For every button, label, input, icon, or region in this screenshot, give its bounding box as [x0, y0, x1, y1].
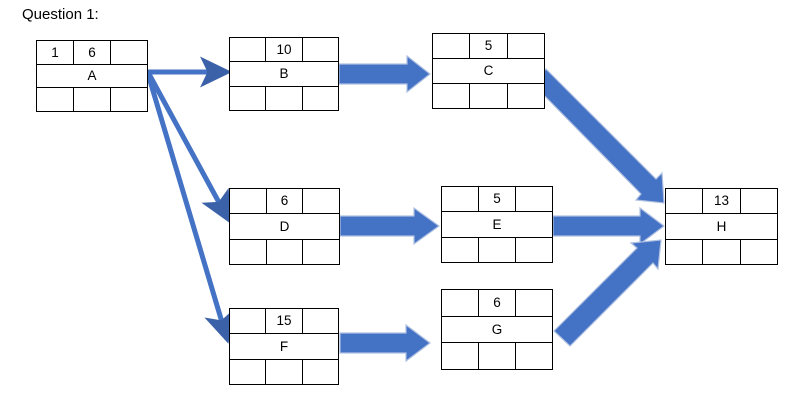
node-c-cell-ls: [433, 84, 471, 108]
node-d-cell-float: [267, 239, 304, 264]
node-g-bottom-row: [442, 343, 552, 370]
node-g-cell-ef: [516, 290, 552, 316]
node-h-mid-row: H: [666, 214, 777, 240]
node-f-label: F: [279, 338, 289, 354]
page-title: Question 1:: [22, 6, 99, 23]
node-b[interactable]: 10 B: [229, 37, 339, 111]
arrow-f-to-g: [339, 323, 431, 363]
node-f-top-row: 15: [230, 309, 338, 335]
node-g-cell-es: [442, 290, 479, 316]
node-g-label: G: [491, 321, 503, 337]
node-g-cell-float: [479, 343, 516, 370]
node-b-cell-ls: [230, 86, 267, 110]
node-d-top-row: 6: [230, 189, 339, 215]
node-e-bottom-row: [442, 237, 552, 262]
node-h-bottom-row: [666, 239, 777, 264]
node-h-cell-es: [666, 189, 704, 214]
node-a-bottom-row: [37, 88, 147, 112]
node-a-cell-dur: 6: [74, 41, 111, 64]
node-h-top-row: 13: [666, 189, 777, 215]
node-b-cell-lf: [303, 87, 338, 110]
node-e-label: E: [492, 216, 502, 232]
node-d[interactable]: 6 D: [229, 188, 340, 265]
node-a-mid-row: A: [37, 65, 147, 89]
node-g-top-row: 6: [442, 290, 552, 317]
node-d-mid-row: D: [230, 214, 339, 240]
arrow-a-to-f: [145, 73, 235, 344]
node-h-cell-ef: [741, 189, 777, 213]
node-f-cell-es: [230, 309, 267, 334]
arrow-g-to-h: [553, 239, 662, 347]
node-c-mid-row: C: [433, 59, 544, 84]
node-a-cell-es: 1: [37, 41, 74, 64]
node-c-label: C: [483, 63, 494, 79]
node-b-cell-float: [266, 86, 303, 110]
node-d-cell-ef: [303, 189, 339, 213]
node-d-cell-es: [230, 189, 267, 214]
node-e[interactable]: 5 E: [441, 186, 553, 263]
arrow-d-to-e: [339, 206, 441, 246]
node-h-label: H: [716, 218, 727, 234]
node-h[interactable]: 13 H: [665, 188, 778, 265]
arrow-b-to-c: [338, 54, 431, 94]
node-e-cell-ef: [516, 187, 552, 211]
node-b-mid-row: B: [230, 62, 338, 87]
arrow-c-to-h: [532, 68, 665, 204]
node-f-cell-float: [266, 359, 303, 384]
node-a-top-row: 1 6: [37, 41, 147, 65]
node-c-cell-ef: [508, 34, 544, 58]
node-e-cell-es: [442, 187, 479, 212]
node-a-cell-lf: [111, 88, 147, 111]
node-h-cell-dur: 13: [703, 189, 741, 214]
node-h-cell-float: [703, 239, 741, 264]
node-e-top-row: 5: [442, 187, 552, 213]
node-g-cell-dur: 6: [479, 290, 516, 316]
node-a-cell-ls: [37, 88, 74, 112]
node-g-cell-ls: [442, 343, 479, 370]
node-c-cell-lf: [508, 84, 544, 108]
node-d-cell-ls: [230, 239, 267, 264]
node-b-top-row: 10: [230, 38, 338, 63]
node-d-cell-lf: [303, 240, 339, 264]
node-f-cell-ef: [303, 309, 338, 333]
node-a-cell-float: [74, 88, 111, 112]
node-g-mid-row: G: [442, 317, 552, 344]
node-a-cell-ef: [111, 41, 147, 64]
node-e-cell-dur: 5: [479, 187, 516, 212]
node-g[interactable]: 6 G: [441, 289, 553, 370]
node-f-bottom-row: [230, 359, 338, 384]
node-f[interactable]: 15 F: [229, 308, 339, 385]
node-c-cell-es: [433, 34, 471, 58]
node-f-cell-ls: [230, 359, 267, 384]
node-e-mid-row: E: [442, 212, 552, 238]
node-g-cell-lf: [516, 343, 552, 369]
node-e-cell-ls: [442, 237, 479, 262]
node-b-cell-ef: [303, 38, 338, 61]
node-d-label: D: [279, 218, 290, 234]
node-h-cell-ls: [666, 239, 704, 264]
node-c-cell-float: [470, 84, 508, 108]
node-c-top-row: 5: [433, 34, 544, 59]
node-d-bottom-row: [230, 239, 339, 264]
node-a[interactable]: 1 6 A: [36, 40, 148, 112]
node-h-cell-lf: [741, 240, 777, 264]
node-b-cell-dur: 10: [266, 38, 303, 62]
node-c-cell-dur: 5: [470, 34, 508, 58]
node-b-label: B: [279, 66, 289, 82]
arrow-e-to-h: [552, 206, 665, 246]
node-d-cell-dur: 6: [267, 189, 304, 214]
node-f-cell-lf: [303, 360, 338, 384]
node-b-bottom-row: [230, 86, 338, 110]
node-e-cell-lf: [516, 238, 552, 262]
node-c[interactable]: 5 C: [432, 33, 545, 109]
node-f-mid-row: F: [230, 334, 338, 360]
node-a-label: A: [87, 68, 97, 84]
node-c-bottom-row: [433, 84, 544, 108]
node-e-cell-float: [479, 237, 516, 262]
node-b-cell-es: [230, 38, 267, 62]
node-f-cell-dur: 15: [266, 309, 303, 334]
arrow-a-to-d: [146, 72, 231, 224]
